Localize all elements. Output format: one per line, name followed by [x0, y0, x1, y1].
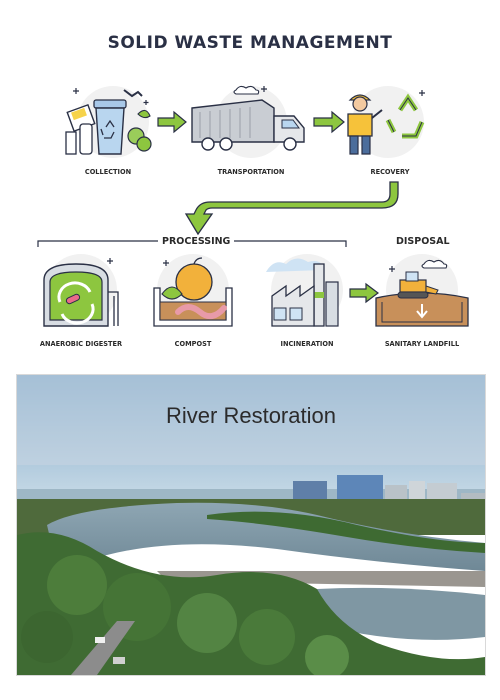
step-label-collection: COLLECTION [84, 168, 132, 176]
disposal-label-sanitary-landfill: SANITARY LANDFILL [384, 340, 460, 348]
digester-tank-icon [43, 254, 119, 327]
processing-label-incineration: INCINERATION [280, 340, 334, 348]
step-label-recovery: RECOVERY [370, 168, 410, 176]
arrow-right-icon [157, 110, 187, 134]
infographic-title: SOLID WASTE MANAGEMENT [107, 33, 393, 53]
recycling-worker-icon [347, 86, 425, 158]
processing-label-anaerobic-digester: ANAEROBIC DIGESTER [39, 340, 123, 348]
arrow-right-icon [349, 282, 379, 304]
landfill-bulldozer-icon [375, 254, 469, 327]
river-scene-illustration [17, 375, 485, 675]
incinerator-factory-icon [266, 254, 343, 327]
step-label-transportation: TRANSPORTATION [217, 168, 285, 176]
arrow-right-icon [313, 110, 345, 134]
photo-title: River Restoration [166, 403, 336, 428]
section-heading-disposal: DISPOSAL [392, 236, 454, 247]
waste-bins-icon [65, 86, 152, 158]
section-heading-processing: PROCESSING [158, 236, 235, 247]
processing-label-compost: COMPOST [174, 340, 212, 348]
compost-worm-icon [153, 254, 233, 327]
garbage-truck-icon [191, 85, 305, 158]
river-aerial-photo: River Restoration [16, 374, 486, 676]
curved-arrow-icon [184, 181, 399, 236]
